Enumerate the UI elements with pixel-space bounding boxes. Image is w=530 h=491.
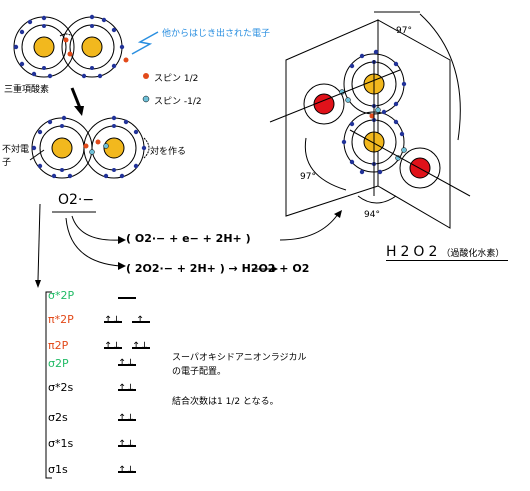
electron-pair-icon: ↑↓ xyxy=(104,341,121,352)
h2o2-axes xyxy=(269,11,471,204)
lightning-icon xyxy=(131,31,159,55)
mo-level xyxy=(118,364,136,366)
electron-pair-icon: ↑↓ xyxy=(118,413,135,424)
mo-description-line2: の電子配置。 xyxy=(172,367,227,377)
reaction-2: ( 2O2·− + 2H+ ) → H2O2 + O2 xyxy=(126,262,310,275)
triplet-label: 三重項酸素 xyxy=(4,85,50,95)
mo-label-pi-2p: π2P xyxy=(48,339,69,352)
unpaired-pointer xyxy=(29,149,45,161)
mo-level xyxy=(118,445,136,447)
mo-label-sigma-star-2s: σ*2s xyxy=(48,381,74,394)
mo-level xyxy=(118,419,136,421)
electron-pair-icon: ↑↓ xyxy=(118,383,135,394)
link-line xyxy=(37,203,41,281)
superoxide-formula: O2·− xyxy=(58,192,95,208)
mo-description-line1: スーパオキシドアニオンラジカル xyxy=(172,353,307,363)
mo-label-pi-star-2p: π*2P xyxy=(48,313,74,326)
unpaired-label: 不対電子 xyxy=(2,145,30,168)
superoxide-atoms xyxy=(31,115,150,179)
h2o2-atoms xyxy=(303,49,441,189)
mo-level xyxy=(118,471,136,473)
electron-pair-icon: ↑↓ xyxy=(118,465,135,476)
mo-label-sigma-star-1s: σ*1s xyxy=(48,437,74,450)
mo-level xyxy=(104,347,122,349)
arrow-to-r1 xyxy=(71,215,121,241)
mo-level xyxy=(132,347,150,349)
arrow-to-r2 xyxy=(65,217,121,267)
mo-level xyxy=(104,321,122,323)
angle-bottom: 94° xyxy=(364,210,380,220)
mo-label-sigma-1s: σ1s xyxy=(48,463,68,476)
angle-top: 97° xyxy=(396,26,412,36)
spin-up-dot xyxy=(143,73,149,79)
h2o2-title: H2O2（過酸化水素） xyxy=(386,244,509,261)
mo-level xyxy=(118,297,136,299)
triplet-oxygen-atoms xyxy=(13,14,129,79)
mo-label-sigma-2s: σ2s xyxy=(48,411,68,424)
spin-up-label: スピン 1/2 xyxy=(154,74,199,84)
h2o2-plane xyxy=(285,19,451,229)
mo-label-sigma-star-2p: σ*2P xyxy=(48,289,75,302)
electron-pair-icon: ↑↓ xyxy=(132,341,149,352)
mo-level xyxy=(132,321,150,323)
arrow-to-h2o2 xyxy=(279,213,339,241)
annotation-text: 他からはじき出された電子 xyxy=(162,29,271,39)
mo-label-sigma-2p: σ2P xyxy=(48,357,69,370)
electron-pair-icon: ↑↓ xyxy=(118,358,135,369)
electron-up-icon: ↑ xyxy=(136,315,145,326)
electron-pair-icon: ↑↓ xyxy=(104,315,121,326)
spin-down-label: スピン -1/2 xyxy=(154,97,202,107)
spin-down-dot xyxy=(142,95,150,103)
mo-bracket xyxy=(45,291,52,479)
mo-level xyxy=(118,389,136,391)
down-arrow-icon xyxy=(70,87,84,116)
electron-pair-icon: ↑↓ xyxy=(118,439,135,450)
reaction-1: ( O2·− + e− + 2H+ ) xyxy=(126,232,251,245)
angle-left: 97° xyxy=(300,172,316,182)
pair-label: 対を作る xyxy=(150,147,187,157)
bond-order-text: 結合次数は1 1/2 となる。 xyxy=(172,397,279,407)
